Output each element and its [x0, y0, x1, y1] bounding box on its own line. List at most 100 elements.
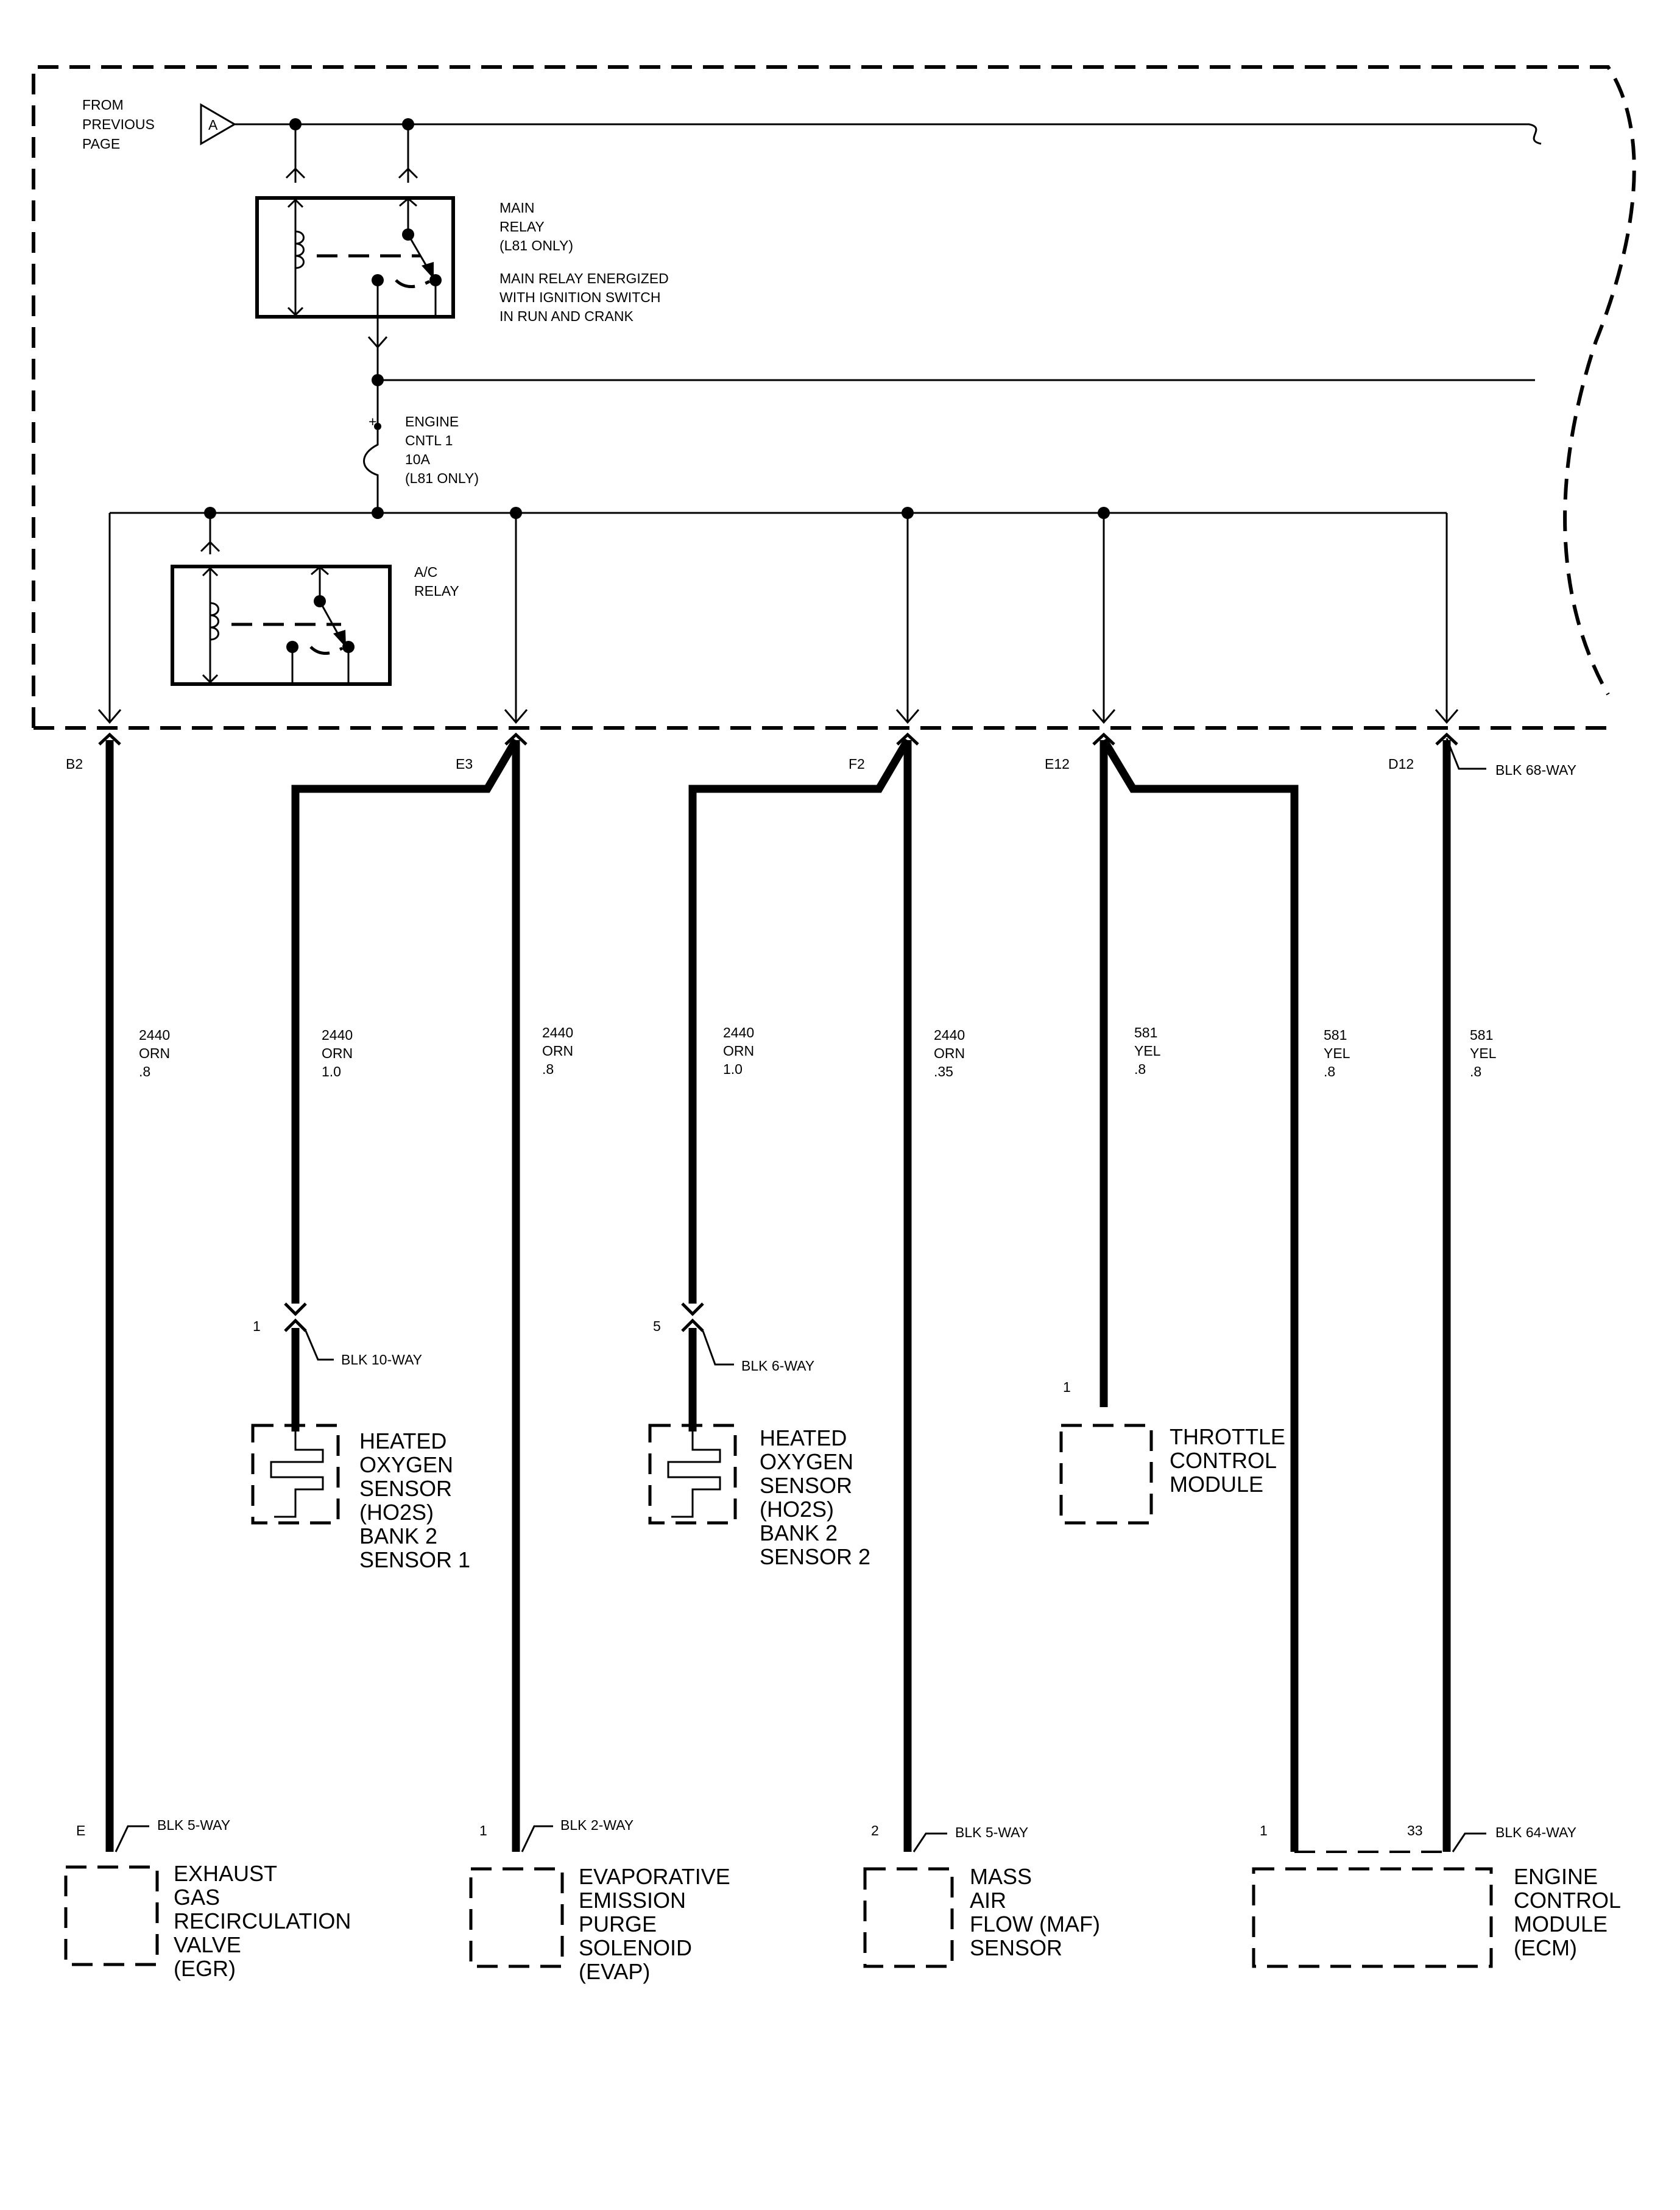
splice-dot: [372, 507, 384, 519]
fuse-plus-mark: +: [369, 414, 376, 429]
wire-label-6: 581 YEL .8: [1134, 1025, 1161, 1077]
ac-relay: [171, 513, 392, 686]
svg-text:.8: .8: [1134, 1061, 1146, 1077]
svg-text:ENGINE: ENGINE: [1514, 1864, 1598, 1889]
ho2s-b2s1-name: HEATED OXYGEN SENSOR (HO2S) BANK 2 SENSO…: [359, 1428, 470, 1572]
egr-name: EXHAUST GAS RECIRCULATION VALVE (EGR): [174, 1861, 351, 1981]
fuse-engine-cntl-1: [363, 423, 381, 509]
svg-text:GAS: GAS: [174, 1885, 220, 1910]
fuse-label-2: CNTL 1: [405, 432, 453, 448]
main-relay-label-2: RELAY: [499, 219, 545, 235]
svg-text:SENSOR 2: SENSOR 2: [760, 1544, 870, 1569]
fuse-label-4: (L81 ONLY): [405, 470, 479, 486]
tcm-name: THROTTLE CONTROL MODULE: [1170, 1424, 1285, 1497]
ho2s-b2s2-connector: [681, 1302, 734, 1366]
bus-drops: [97, 513, 1459, 724]
svg-text:.8: .8: [1324, 1064, 1335, 1079]
ho2s-b2s1-sensor-icon: [251, 1424, 340, 1525]
egr-pin: E: [76, 1823, 85, 1838]
ecm-connector-label: BLK 68-WAY: [1495, 762, 1576, 778]
svg-text:BANK 2: BANK 2: [359, 1523, 437, 1548]
ho2s-b2s1-connector-label: BLK 10-WAY: [341, 1352, 422, 1368]
wire-label-5: 2440 ORN .35: [934, 1027, 965, 1079]
svg-text:SENSOR: SENSOR: [970, 1935, 1062, 1960]
ho2s-b2s1-pin: 1: [253, 1318, 261, 1334]
svg-text:ORN: ORN: [934, 1045, 965, 1061]
svg-text:2440: 2440: [139, 1027, 170, 1043]
svg-text:SENSOR: SENSOR: [760, 1473, 852, 1498]
throttle-control-module-box: [1059, 1424, 1153, 1525]
svg-text:OXYGEN: OXYGEN: [760, 1449, 853, 1474]
svg-text:(HO2S): (HO2S): [359, 1500, 434, 1525]
svg-text:AIR: AIR: [970, 1888, 1006, 1913]
tcm-pin: 1: [1063, 1379, 1071, 1395]
svg-text:MODULE: MODULE: [1514, 1912, 1608, 1936]
ecm-pin-e3: E3: [456, 756, 473, 772]
svg-text:VALVE: VALVE: [174, 1932, 241, 1957]
ac-relay-label-1: A/C: [414, 564, 437, 580]
ecm-pin-33: 33: [1407, 1823, 1423, 1838]
svg-text:581: 581: [1470, 1027, 1493, 1043]
svg-text:1.0: 1.0: [322, 1064, 341, 1079]
ecm-pin-b2: B2: [66, 756, 83, 772]
svg-text:.8: .8: [139, 1064, 150, 1079]
svg-text:MODULE: MODULE: [1170, 1472, 1263, 1497]
svg-text:2440: 2440: [542, 1025, 573, 1040]
maf-sensor-box: [863, 1867, 954, 1968]
maf-pin: 2: [871, 1823, 879, 1838]
svg-text:ORN: ORN: [322, 1045, 353, 1061]
egr-valve-box: [64, 1865, 159, 1966]
svg-text:YEL: YEL: [1324, 1045, 1350, 1061]
wire-label-2: 2440 ORN 1.0: [322, 1027, 353, 1079]
engine-control-module-box: [1252, 1867, 1493, 1968]
svg-text:RECIRCULATION: RECIRCULATION: [174, 1908, 351, 1933]
ecm-pin-e12: E12: [1045, 756, 1070, 772]
svg-text:CONTROL: CONTROL: [1514, 1888, 1621, 1913]
wire-label-7: 581 YEL .8: [1324, 1027, 1350, 1079]
ecm-pin-1: 1: [1260, 1823, 1268, 1838]
ho2s-b2s2-connector-label: BLK 6-WAY: [741, 1358, 814, 1374]
page-ref-letter: A: [208, 117, 218, 133]
ecm-name: ENGINE CONTROL MODULE (ECM): [1514, 1864, 1621, 1960]
svg-text:.8: .8: [1470, 1064, 1481, 1079]
svg-text:HEATED: HEATED: [359, 1428, 446, 1453]
svg-text:(EGR): (EGR): [174, 1956, 236, 1981]
svg-text:YEL: YEL: [1134, 1043, 1161, 1059]
svg-text:581: 581: [1134, 1025, 1157, 1040]
ecm-pin-d12: D12: [1388, 756, 1414, 772]
ecm-pin-f2: F2: [849, 756, 865, 772]
svg-text:YEL: YEL: [1470, 1045, 1497, 1061]
evap-connector-label: BLK 2-WAY: [560, 1817, 634, 1833]
svg-text:.8: .8: [542, 1061, 554, 1077]
page-ref-flag: A: [200, 103, 236, 146]
ho2s-b2s2-name: HEATED OXYGEN SENSOR (HO2S) BANK 2 SENSO…: [760, 1425, 870, 1569]
svg-text:SENSOR: SENSOR: [359, 1476, 452, 1501]
svg-text:581: 581: [1324, 1027, 1347, 1043]
from-prev-line-2: PREVIOUS: [82, 116, 155, 132]
svg-text:EXHAUST: EXHAUST: [174, 1861, 277, 1886]
main-relay-label-1: MAIN: [499, 200, 535, 216]
main-relay-note-3: IN RUN AND CRANK: [499, 308, 634, 324]
maf-name: MASS AIR FLOW (MAF) SENSOR: [970, 1864, 1100, 1960]
main-relay-label-3: (L81 ONLY): [499, 238, 573, 253]
svg-text:2440: 2440: [934, 1027, 965, 1043]
svg-text:FLOW (MAF): FLOW (MAF): [970, 1912, 1100, 1936]
egr-connector-mark: [115, 1825, 149, 1852]
svg-text:PURGE: PURGE: [579, 1912, 657, 1936]
ho2s-b2s1-connector: [284, 1302, 334, 1361]
from-prev-line-3: PAGE: [82, 136, 120, 152]
wire-label-3: 2440 ORN .8: [542, 1025, 573, 1077]
ecm-connector-chevrons: [98, 732, 1458, 746]
ho2s-b2s2-pin: 5: [653, 1318, 661, 1334]
svg-text:(HO2S): (HO2S): [760, 1497, 834, 1522]
ho2s-b2s2-sensor-icon: [648, 1424, 737, 1525]
svg-text:SENSOR 1: SENSOR 1: [359, 1547, 470, 1572]
svg-text:HEATED: HEATED: [760, 1425, 847, 1450]
evap-connector-mark: [521, 1825, 553, 1852]
egr-connector-label: BLK 5-WAY: [157, 1817, 230, 1833]
svg-text:(ECM): (ECM): [1514, 1935, 1577, 1960]
relay-center-enclosure: [32, 65, 1636, 730]
main-relay-note-2: WITH IGNITION SWITCH: [499, 289, 660, 305]
from-prev-line-1: FROM: [82, 97, 124, 113]
